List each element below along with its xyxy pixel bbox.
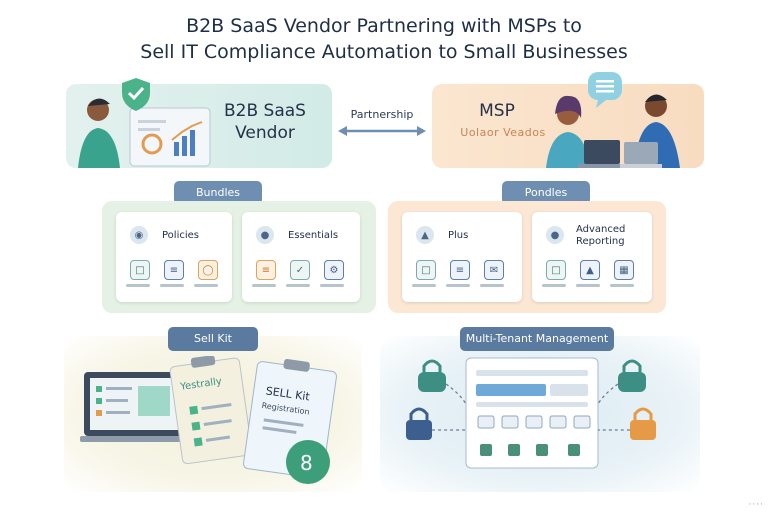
lock-icon xyxy=(630,407,656,440)
badge-icon: 8 xyxy=(286,440,330,484)
policies-card: ◉ Policies □ ≡ ◯ xyxy=(116,212,232,302)
sell-kit-pill: Sell Kit xyxy=(168,327,258,351)
gear-icon: ⚙ xyxy=(324,260,344,280)
sell-kit-illustration: Yestrally SELL Kit Registration 8 xyxy=(80,356,337,484)
plus-card: ▲ Plus □ ≡ ✉ xyxy=(402,212,522,302)
watermark: ⋅⋅⋅⋅ xyxy=(748,500,764,510)
chart-icon: □ xyxy=(130,260,150,280)
vendor-label-line-1: B2B SaaS xyxy=(224,101,306,121)
mail-icon: ✉ xyxy=(484,260,504,280)
clipboard-icon: Yestrally xyxy=(169,356,253,465)
badge-number: 8 xyxy=(300,451,313,475)
image-icon: □ xyxy=(416,260,436,280)
essentials-card: ● Essentials ≡ ✓ ⚙ xyxy=(242,212,360,302)
advanced-line-2: Reporting xyxy=(576,236,625,247)
advanced-reporting-title: Advanced Reporting xyxy=(576,224,625,248)
multi-tenant-pill: Multi-Tenant Management xyxy=(460,327,614,351)
user-icon: ● xyxy=(256,226,274,244)
lock-icon: ◉ xyxy=(130,226,148,244)
plus-title: Plus xyxy=(448,230,469,241)
file-icon: ≡ xyxy=(450,260,470,280)
table-icon: ▦ xyxy=(614,260,634,280)
person-icon: ● xyxy=(546,226,564,244)
diagram-title: B2B SaaS Vendor Partnering with MSPs to … xyxy=(0,13,768,65)
essentials-title: Essentials xyxy=(288,230,339,241)
checklist-icon: ✓ xyxy=(290,260,310,280)
vendor-illustration xyxy=(78,78,211,168)
badge-icon: ◯ xyxy=(198,260,218,280)
laptop-icon xyxy=(80,372,188,442)
lock-icon xyxy=(406,407,432,440)
multi-tenant-illustration xyxy=(406,357,656,469)
vendor-label: B2B SaaS Vendor xyxy=(210,100,320,144)
partnership-label: Partnership xyxy=(350,108,414,121)
chat-icon xyxy=(588,72,622,108)
policies-title: Policies xyxy=(162,230,199,241)
shield-check-icon xyxy=(122,78,150,111)
msp-label: MSP xyxy=(479,101,515,121)
list-icon: ≡ xyxy=(256,260,276,280)
lock-icon xyxy=(618,359,646,392)
lock-row xyxy=(477,415,591,456)
report-icon: □ xyxy=(546,260,566,280)
document-icon: ≡ xyxy=(164,260,184,280)
shield-icon: ▲ xyxy=(416,226,434,244)
person-body xyxy=(78,128,120,168)
laptop-icon xyxy=(578,140,626,168)
advanced-reporting-card: ● Advanced Reporting □ ▲ ▦ xyxy=(532,212,652,302)
title-line-1: B2B SaaS Vendor Partnering with MSPs to xyxy=(186,15,582,37)
vendor-label-line-2: Vendor xyxy=(235,123,295,143)
advanced-line-1: Advanced xyxy=(576,224,626,235)
sell-kit-doc-title: SELL Kit xyxy=(265,384,311,403)
msp-sublabel: Uolaor Veados xyxy=(460,126,546,139)
partnership-arrow xyxy=(338,126,426,136)
lock-icon xyxy=(418,359,446,392)
shield-small-icon: ▲ xyxy=(580,260,600,280)
title-line-2: Sell IT Compliance Automation to Small B… xyxy=(140,41,628,63)
msp-illustration xyxy=(546,72,680,168)
